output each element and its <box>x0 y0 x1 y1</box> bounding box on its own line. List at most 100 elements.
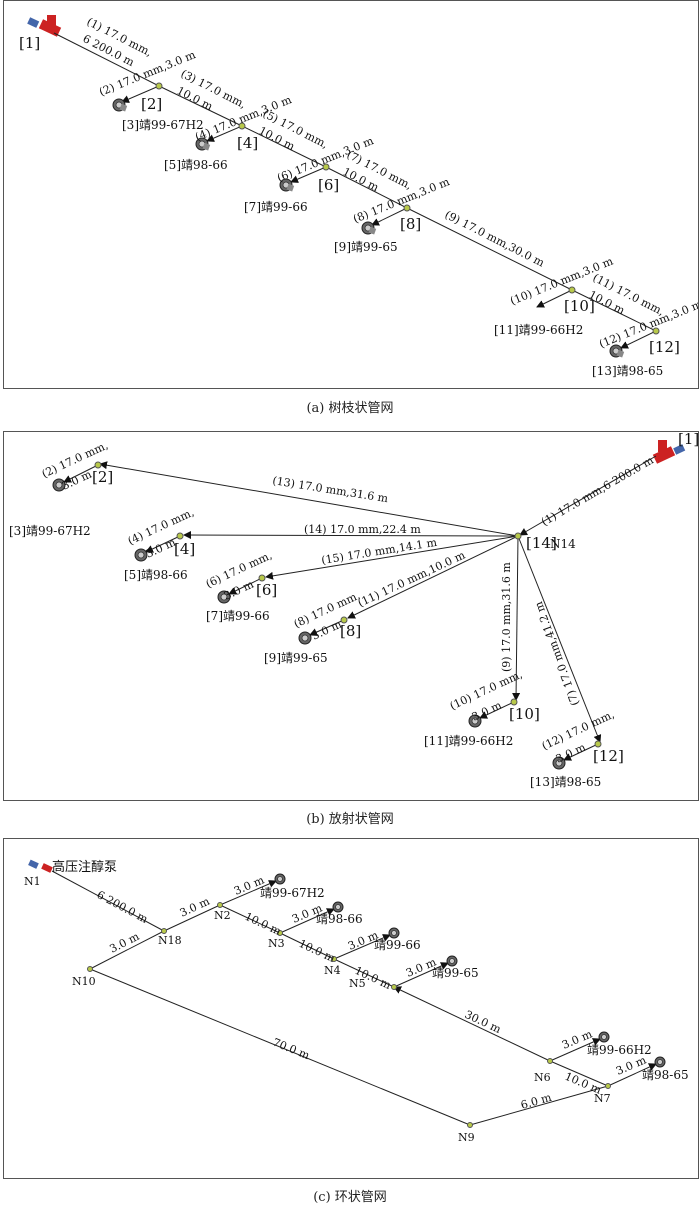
pipe-segment <box>469 1085 609 1126</box>
node-label: N18 <box>158 934 182 947</box>
well-label: [9]靖99-65 <box>334 240 398 254</box>
well-label: [5]靖98-66 <box>164 158 228 172</box>
wellhead-icon <box>609 344 625 358</box>
wellhead-icon <box>298 631 312 645</box>
node-label: [6] <box>318 176 339 194</box>
tree-network-panel: [1] [2] [4] [6] [8] [10] [12] [3]靖99-67H… <box>3 0 699 389</box>
pump-icon <box>652 440 686 464</box>
pipe-segment-2 <box>121 85 160 103</box>
junction-node <box>605 1083 611 1089</box>
well-label: [7]靖99-66 <box>244 200 308 214</box>
pipe-label: (9) 17.0 mm,30.0 m <box>443 208 547 270</box>
junction-node <box>322 163 330 171</box>
hub-node <box>514 532 522 540</box>
wellhead-icon <box>654 1056 666 1068</box>
node-label: N7 <box>594 1092 611 1105</box>
node-label: [4] <box>237 134 258 152</box>
well-label: [5]靖98-66 <box>124 568 188 582</box>
node-label: [8] <box>340 622 361 640</box>
junction-node <box>176 532 184 540</box>
pipe-label: 3.0 m <box>178 894 212 919</box>
pipe-segment <box>89 930 165 970</box>
node-label: [1] <box>678 432 698 448</box>
pipe-segment-5 <box>241 125 327 168</box>
pipe-segment-8 <box>309 619 345 636</box>
pipe-segment <box>393 962 449 988</box>
node-label: N6 <box>534 1071 551 1084</box>
node-label: [10] <box>509 705 540 723</box>
pipe-label: 70.0 m <box>271 1036 312 1063</box>
pipe-label: (13) 17.0 mm,31.6 m <box>272 474 390 505</box>
pump-icon <box>28 859 53 873</box>
caption-a: (a) 树枝状管网 <box>306 401 394 416</box>
pipe-segment-1 <box>519 455 657 536</box>
node-label: N4 <box>324 964 341 977</box>
junction-node <box>217 902 223 908</box>
pipe-segment <box>393 986 551 1062</box>
pipe-segment-6 <box>290 166 327 183</box>
well-label: 靖99-67H2 <box>260 886 325 900</box>
node-label: [8] <box>400 215 421 233</box>
ring-network-diagram: 高压注醇泵 N1 N18 N2 N3 N4 N5 N10 N6 N7 N9 靖9… <box>24 859 689 1144</box>
well-label: 靖98-66 <box>316 912 363 926</box>
pipe-segment-7 <box>325 166 408 209</box>
pipe-segment-13 <box>99 461 519 537</box>
radial-network-diagram: [1] [14] N14 [2] [4] [6] [8] [10] [12] [… <box>9 432 698 789</box>
node-label: [2] <box>141 95 162 113</box>
well-label: [13]靖98-65 <box>530 775 601 789</box>
pipe-segment-12 <box>563 743 599 761</box>
junction-node <box>94 461 102 469</box>
junction-node <box>340 616 348 624</box>
wellhead-icon <box>274 873 286 885</box>
junction-node <box>277 930 283 936</box>
pipe-segment <box>51 870 165 932</box>
node-label: N2 <box>214 909 231 922</box>
pipe-segment <box>219 904 281 934</box>
pipe-segment-10 <box>536 289 573 308</box>
node-label: N5 <box>349 977 366 990</box>
junction-node <box>403 204 411 212</box>
junction-node <box>155 82 163 90</box>
well-label: [11]靖99-66H2 <box>424 734 513 748</box>
junction-node <box>652 327 660 335</box>
pipe-segment-15 <box>265 535 519 580</box>
pipe-label: 10.0 m <box>297 937 338 965</box>
junction-node <box>547 1058 553 1064</box>
wellhead-icon <box>388 927 400 939</box>
pipe-label: 30.0 m <box>463 1008 504 1036</box>
junction-node <box>568 286 576 294</box>
pipe-label: (14) 17.0 mm,22.4 m <box>304 523 421 536</box>
pipe-label: (15) 17.0 mm,14.1 m <box>320 536 438 567</box>
pipe-segment <box>333 958 395 988</box>
well-label: [3]靖99-67H2 <box>9 524 91 538</box>
pipe-segment <box>549 1038 601 1062</box>
node-label: [12] <box>649 338 680 356</box>
wellhead-icon <box>446 955 458 967</box>
pipe-label: 10.0 m <box>243 910 284 938</box>
pipe-segment <box>163 904 221 932</box>
tree-network-diagram: [1] [2] [4] [6] [8] [10] [12] [3]靖99-67H… <box>19 15 698 378</box>
pipe-segment <box>279 932 335 960</box>
well-label: [9]靖99-65 <box>264 651 328 665</box>
node-label: [12] <box>593 747 624 765</box>
junction-node <box>87 966 93 972</box>
pipe-segment-9 <box>512 535 521 701</box>
pipe-segment-2 <box>63 464 99 483</box>
pipe-segment <box>279 908 335 934</box>
pipe-label: (9) 17.0 mm,31.6 m <box>500 562 513 672</box>
junction-node <box>161 928 167 934</box>
node-label: [4] <box>174 540 195 558</box>
pipe-segment-14 <box>183 531 519 540</box>
pipe-segment-8 <box>371 207 408 226</box>
junction-node <box>258 574 266 582</box>
pump-label: 高压注醇泵 <box>52 859 117 875</box>
well-label: 靖99-65 <box>432 966 479 980</box>
node-label: [14] <box>526 534 557 552</box>
node-label: N3 <box>268 937 285 950</box>
wellhead-icon <box>598 1031 610 1043</box>
node-label: [6] <box>256 581 277 599</box>
pipe-segment <box>549 1060 609 1087</box>
well-label: [11]靖99-66H2 <box>494 323 583 337</box>
wellhead-icon <box>332 901 344 913</box>
well-label: 靖98-65 <box>642 1068 689 1082</box>
